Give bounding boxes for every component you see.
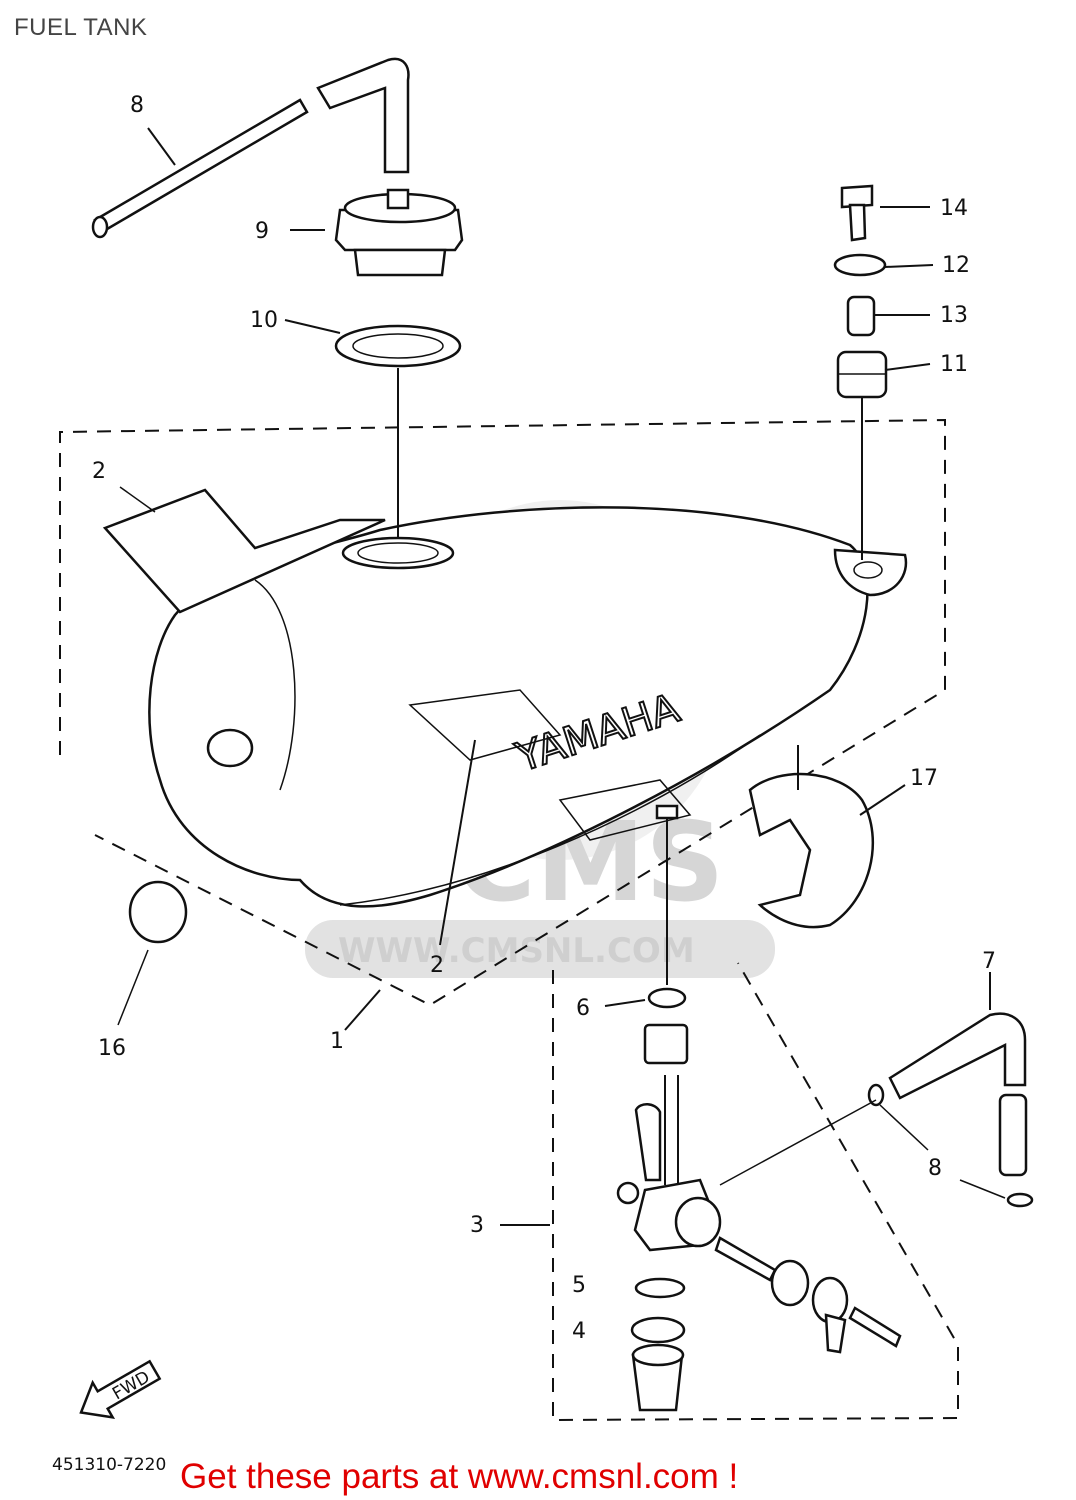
callout-16: 16 bbox=[98, 1036, 126, 1061]
washer-13 bbox=[833, 253, 887, 277]
callout-7: 7 bbox=[982, 949, 996, 974]
fuel-cap bbox=[334, 188, 464, 277]
hose-clip bbox=[1006, 1192, 1034, 1208]
tank-emblem bbox=[102, 488, 386, 614]
callout-11: 10 bbox=[250, 308, 278, 333]
tank-assembly-boundary bbox=[59, 418, 946, 1007]
watermark-text: WWW.CMSNL.COM bbox=[338, 931, 695, 971]
bolt-15 bbox=[840, 184, 874, 242]
hose-clip bbox=[867, 1083, 885, 1107]
footer-promo: Get these parts at www.cmsnl.com ! bbox=[180, 1457, 738, 1496]
fuel-cock-nut bbox=[643, 1023, 689, 1065]
fuel-hose bbox=[888, 1012, 1028, 1177]
fuel-cock bbox=[616, 1075, 902, 1412]
breather-hose bbox=[91, 57, 410, 239]
callout-15: 14 bbox=[940, 196, 968, 221]
mounting-tab bbox=[833, 548, 908, 597]
callout-3: 3 bbox=[470, 1213, 484, 1238]
callout-2b: 2 bbox=[430, 953, 444, 978]
callout-9: 8 bbox=[130, 93, 144, 118]
page-title: FUEL TANK bbox=[14, 14, 148, 41]
o-ring-6 bbox=[647, 987, 687, 1009]
callout-2a: 2 bbox=[92, 459, 106, 484]
damper-12 bbox=[836, 350, 888, 399]
fwd-arrow: FWD bbox=[79, 1359, 162, 1419]
callout-1: 1 bbox=[330, 1029, 344, 1054]
callout-8: 8 bbox=[928, 1156, 942, 1181]
callout-6: 6 bbox=[576, 996, 590, 1021]
callout-14: 13 bbox=[940, 303, 968, 328]
collar-14 bbox=[846, 295, 876, 337]
callout-5: 5 bbox=[572, 1273, 586, 1298]
callout-4: 4 bbox=[572, 1319, 586, 1344]
drawing-ref: 451310-7220 bbox=[52, 1455, 166, 1475]
fuel-tank: YAMAHA bbox=[148, 506, 869, 908]
cap-gasket bbox=[334, 324, 462, 368]
fuel-cock-boundary bbox=[552, 962, 959, 1422]
damper-17 bbox=[748, 745, 875, 929]
callout-12: 11 bbox=[940, 352, 968, 377]
callout-17: 17 bbox=[910, 766, 938, 791]
callout-13: 12 bbox=[942, 253, 970, 278]
callout-10: 9 bbox=[255, 219, 269, 244]
cap-16 bbox=[128, 880, 188, 944]
